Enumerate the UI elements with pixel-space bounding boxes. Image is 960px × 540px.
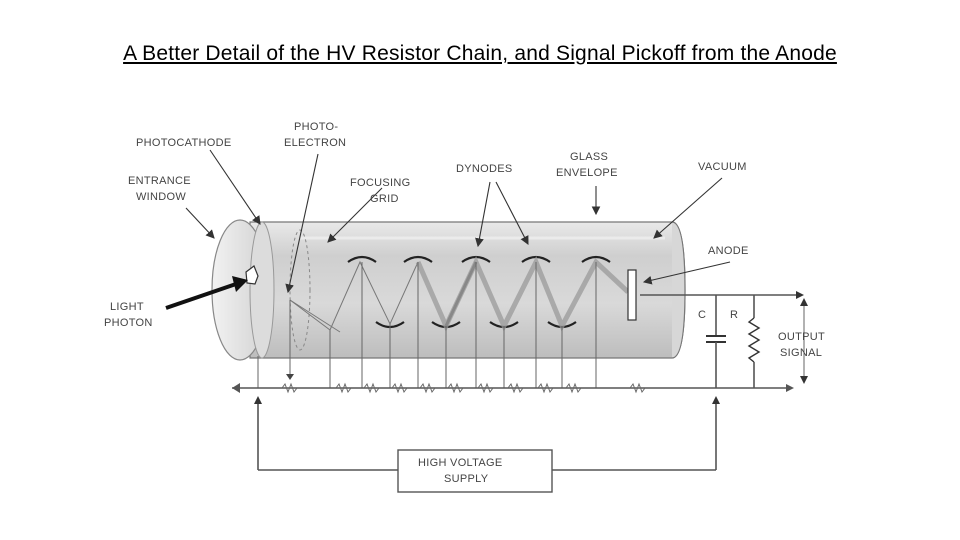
label-photoelectron-1: PHOTO- <box>294 121 338 133</box>
hv-supply-wiring <box>254 396 720 493</box>
label-glass-2: ENVELOPE <box>556 167 618 179</box>
label-focusing-2: GRID <box>370 193 399 205</box>
label-resistor: R <box>730 309 738 321</box>
label-focusing-1: FOCUSING <box>350 177 410 189</box>
label-vacuum: VACUUM <box>698 161 747 173</box>
label-hv-1: HIGH VOLTAGE <box>418 457 502 469</box>
label-entrance-1: ENTRANCE <box>128 175 191 187</box>
label-capacitor: C <box>698 309 706 321</box>
output-circuit <box>640 291 808 392</box>
label-entrance-2: WINDOW <box>136 191 186 203</box>
glass-tube <box>249 221 686 359</box>
label-photocathode: PHOTOCATHODE <box>136 137 231 149</box>
label-light-1: LIGHT <box>110 301 144 313</box>
dynodes <box>347 255 611 329</box>
electron-path <box>289 255 630 333</box>
label-photoelectron-2: ELECTRON <box>284 137 346 149</box>
label-output-1: OUTPUT <box>778 331 825 343</box>
light-photon-arrow <box>165 276 248 310</box>
label-dynodes: DYNODES <box>456 163 513 175</box>
label-glass-1: GLASS <box>570 151 608 163</box>
label-hv-2: SUPPLY <box>444 473 489 485</box>
label-light-2: PHOTON <box>104 317 153 329</box>
label-output-2: SIGNAL <box>780 347 822 359</box>
slide-title: A Better Detail of the HV Resistor Chain… <box>123 42 837 65</box>
label-anode: ANODE <box>708 245 749 257</box>
resistor-chain <box>232 300 790 394</box>
anode-plate <box>627 269 637 321</box>
dynode-leads <box>257 262 597 388</box>
label-pointers <box>185 149 731 294</box>
entrance-window <box>211 219 311 361</box>
